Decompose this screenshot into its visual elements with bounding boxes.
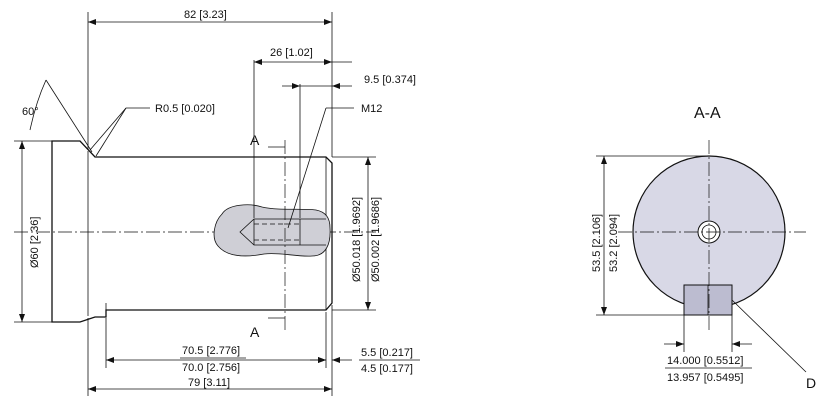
- dim-70-max-text: 70.5 [2.776]: [182, 345, 240, 357]
- m12-note: M12: [361, 103, 382, 115]
- dim-70-min-text: 70.0 [2.756]: [182, 362, 240, 374]
- thread-hole: [239, 218, 326, 246]
- key-label: D: [806, 375, 816, 391]
- radius-leader-a: [89, 107, 127, 151]
- section-title: A-A: [694, 105, 721, 122]
- key-width-max: 14.000 [0.5512]: [667, 355, 743, 367]
- sec-height-min: 53.2 [2.094]: [608, 214, 620, 272]
- dim-79-text: 79 [3.11]: [188, 377, 230, 389]
- section-view: A-A 53.5 [2.106] 53.2 [2.094] 14.000 [0.…: [591, 105, 816, 391]
- dia60-text: Ø60 [2.36]: [29, 217, 41, 268]
- section-mark-top: A: [250, 132, 260, 148]
- dim-5-5-text: 5.5 [0.217]: [361, 347, 413, 359]
- thread-breakout: [213, 204, 331, 257]
- dim-4-5-text: 4.5 [0.177]: [361, 363, 413, 375]
- dia50-min-text: Ø50.002 [1.9686]: [370, 197, 382, 282]
- radius-note: R0.5 [0.020]: [155, 103, 215, 115]
- dim-82-text: 82 [3.23]: [184, 9, 227, 21]
- section-mark-bottom: A: [250, 324, 260, 340]
- angle-arc: [29, 79, 47, 131]
- dim-9-5-text: 9.5 [0.374]: [364, 74, 416, 86]
- m12-leader-diag: [287, 107, 327, 229]
- radius-leader-b: [95, 107, 127, 157]
- angle-note: 60°: [22, 106, 39, 118]
- dim-26-text: 26 [1.02]: [270, 47, 313, 59]
- sec-height-max: 53.5 [2.106]: [591, 214, 603, 272]
- side-view: A A 82 [3.23] 26 [1.02] 9.5 [0.374] M12 …: [14, 9, 420, 396]
- key-width-min: 13.957 [0.5495]: [667, 372, 743, 384]
- angle-ext-line: [45, 79, 93, 153]
- key-leader: [731, 299, 807, 373]
- dia50-max-text: Ø50.018 [1.9692]: [351, 197, 363, 282]
